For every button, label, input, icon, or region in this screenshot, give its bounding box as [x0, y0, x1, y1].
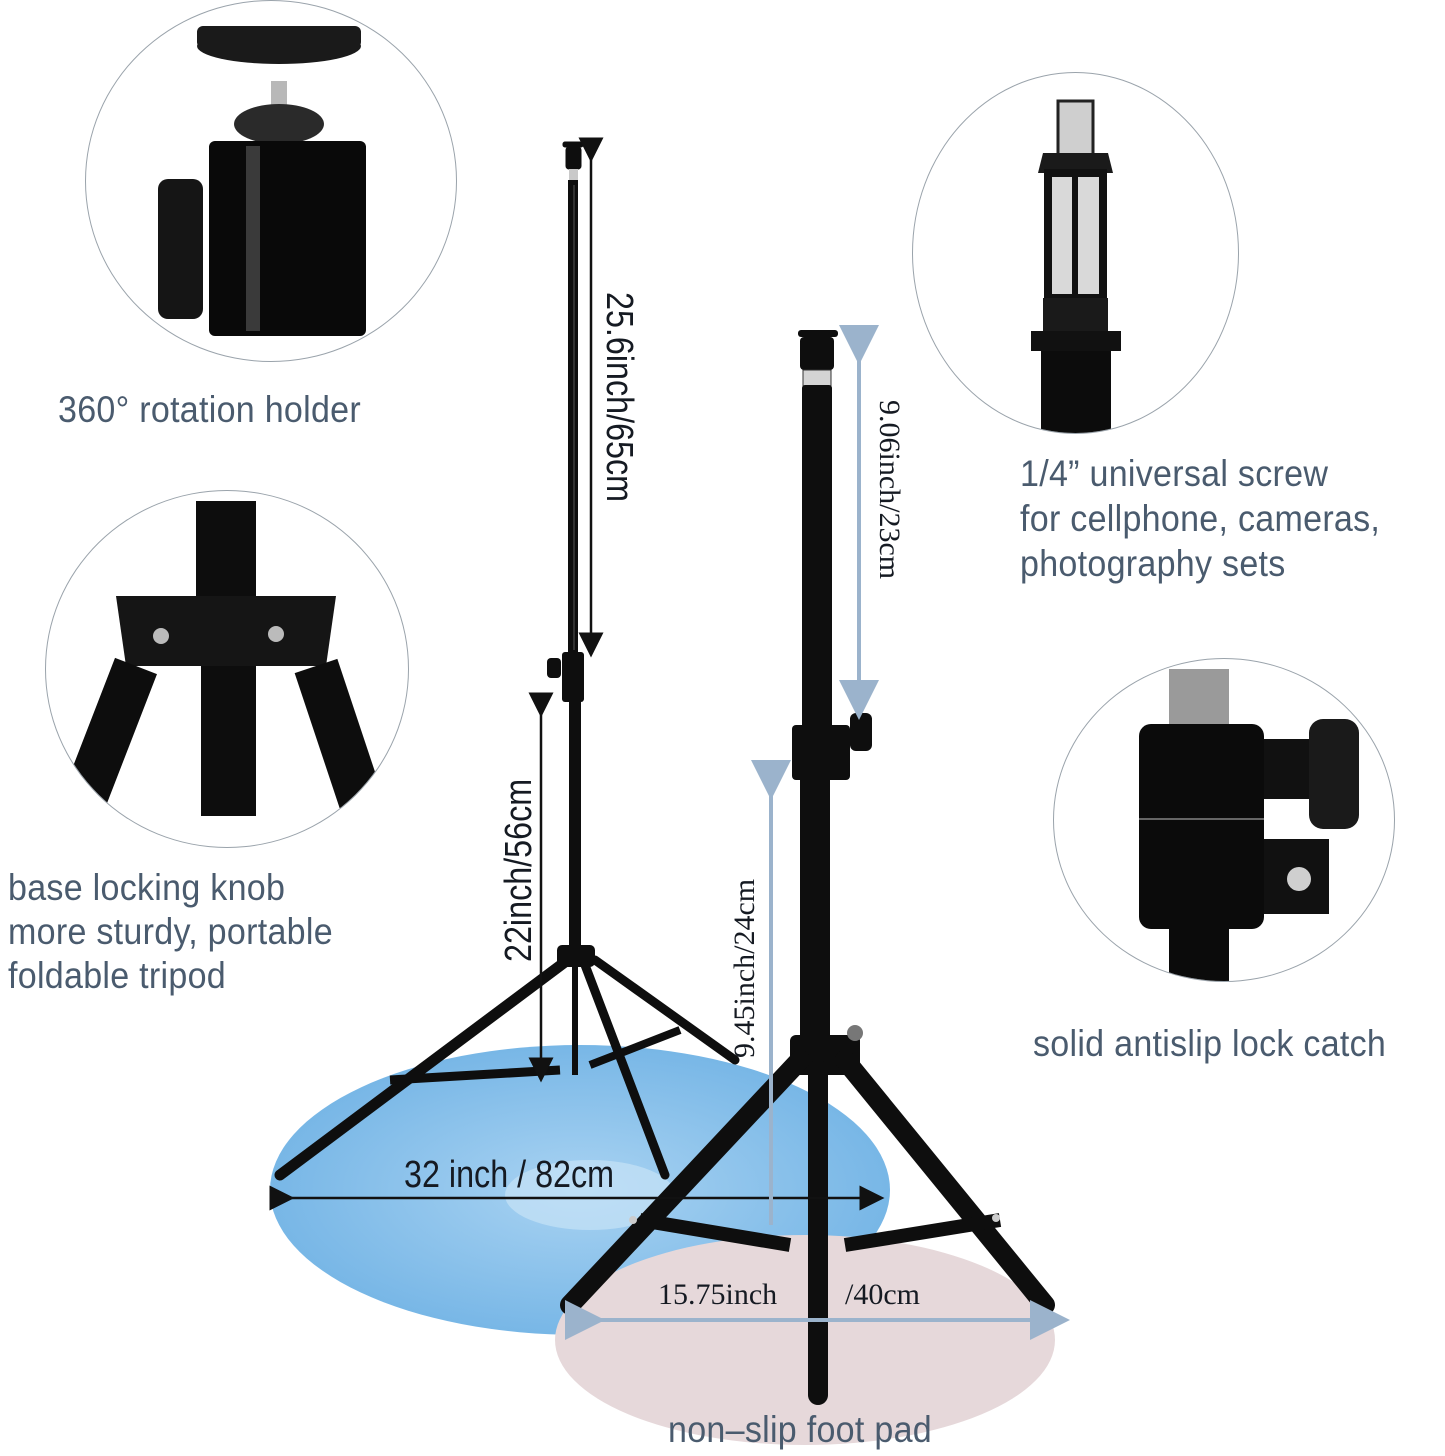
screw-adapter-icon: [1031, 99, 1121, 433]
caption-base-locking-line-3: foldable tripod: [8, 955, 226, 996]
dim-short-lower: 9.45inch/24cm: [728, 878, 761, 1058]
tripod-joint-icon: [55, 501, 383, 830]
caption-lock-catch: solid antislip lock catch: [1033, 1023, 1387, 1064]
dim-short-spread-cm: /40cm: [845, 1278, 920, 1311]
caption-base-locking-line-1: base locking knob: [8, 867, 286, 908]
pink-floor-ellipse: [555, 1235, 1055, 1445]
base-locking-circle: [45, 490, 409, 848]
caption-universal-screw-line-3: photography sets: [1020, 543, 1286, 584]
lock-catch-circle: [1053, 658, 1395, 982]
ball-head-icon: [158, 26, 366, 336]
caption-universal-screw-line-1: 1/4” universal screw: [1020, 453, 1329, 494]
caption-rotation-holder: 360° rotation holder: [58, 389, 362, 430]
caption-universal-screw-line-2: for cellphone, cameras,: [1020, 498, 1381, 539]
caption-base-locking-line-2: more sturdy, portable: [8, 911, 333, 952]
rotation-holder-circle: [85, 0, 457, 362]
lock-collar-icon: [1139, 669, 1359, 981]
dim-tall-upper: 25.6inch/65cm: [598, 292, 640, 503]
universal-screw-circle: [912, 72, 1239, 434]
dim-tall-spread: 32 inch / 82cm: [404, 1154, 615, 1196]
dim-short-upper: 9.06inch/23cm: [873, 400, 906, 580]
dim-tall-lower: 22inch/56cm: [498, 778, 540, 962]
dim-short-spread-inch: 15.75inch: [658, 1278, 778, 1311]
caption-non-slip-foot-pad: non–slip foot pad: [668, 1409, 932, 1450]
